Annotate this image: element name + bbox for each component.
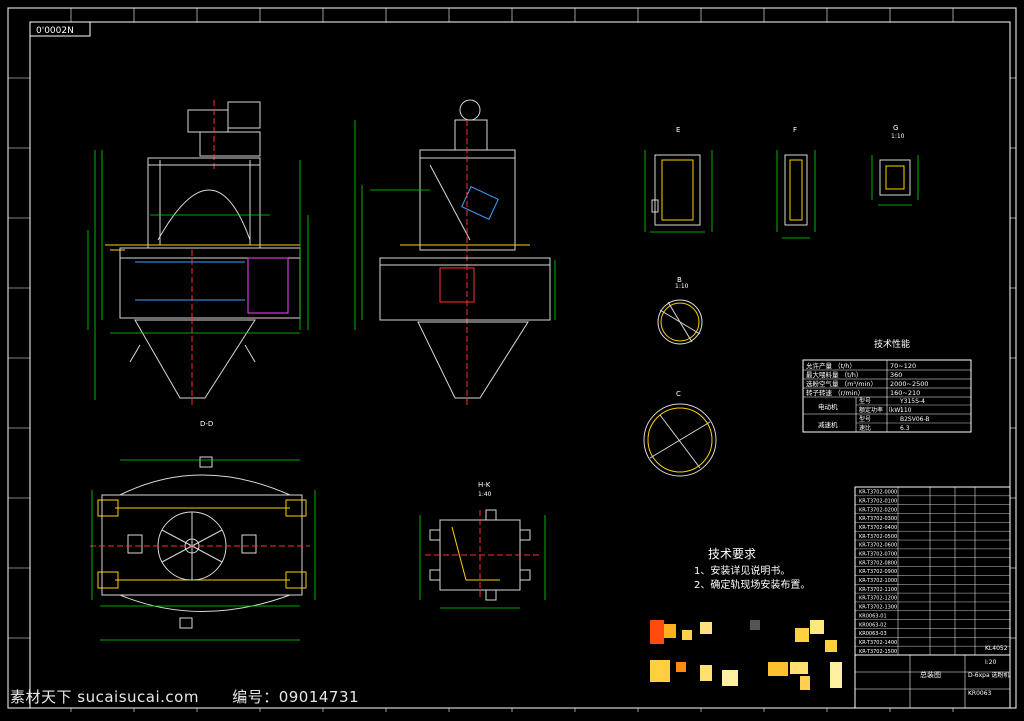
perf-row-1-label: 允许产量 （t/h） <box>806 361 856 370</box>
bom-row-code: KR-T3702-0500 <box>859 534 897 540</box>
bom-row-code: KR-T3702-1100 <box>859 587 897 593</box>
motor-power-key: 额定功率 （kW） <box>859 406 906 414</box>
perf-row-3-label: 选粉空气量 （m³/min） <box>806 379 877 388</box>
watermark-pixel-logo <box>650 620 842 690</box>
motor-power-value: 110 <box>900 407 912 414</box>
bom-row-code: KR-T3702-0200 <box>859 507 897 513</box>
frame-grid-ticks <box>8 8 1016 712</box>
detail-hk-view <box>425 509 540 601</box>
reducer-model-key: 型号 <box>859 415 871 423</box>
title-block-drawing-no: KR0063 <box>968 690 992 697</box>
plan-view <box>90 456 310 629</box>
tech-requirements: 技术要求 1、安装详见说明书。 2、确定轨现场安装布置。 <box>694 547 810 591</box>
bom-row-code: KR0063-02 <box>859 622 887 628</box>
bom-row-code: KR0063-03 <box>859 631 887 637</box>
motor-model-key: 型号 <box>859 397 871 405</box>
detail-f-label: F <box>793 126 797 134</box>
tech-requirement-2: 2、确定轨现场安装布置。 <box>694 578 810 591</box>
detail-b-label: B <box>677 276 682 284</box>
reducer-label: 减速机 <box>818 420 838 429</box>
reducer-ratio-value: 6.3 <box>900 425 910 432</box>
detail-c-view <box>643 403 717 477</box>
bom-row-code: KR-T3702-1400 <box>859 640 897 646</box>
detail-g-view <box>879 159 911 196</box>
bom-row-code: KR-T3702-0100 <box>859 498 897 504</box>
side-elevation-view <box>379 99 551 405</box>
motor-label: 电动机 <box>818 402 838 411</box>
tech-requirement-1: 1、安装详见说明书。 <box>694 564 790 577</box>
inner-frame <box>29 21 1011 709</box>
title-block-mark: I:20 <box>985 659 997 666</box>
plan-view-dimensions <box>91 459 316 641</box>
bom-row-code: KR-T3702-1500 <box>859 649 897 655</box>
watermark-site: 素材天下 sucaisucai.com <box>10 688 199 706</box>
reducer-ratio-key: 速比 <box>859 424 871 432</box>
bom-row-code: KR-T3702-0400 <box>859 525 897 531</box>
detail-f-view <box>784 154 808 226</box>
section-label-d: D-D <box>200 420 213 428</box>
drawing-number-stamp-box <box>29 21 91 37</box>
detail-g-label: G <box>893 124 898 132</box>
drawing-number-stamp: 0'0002N <box>36 26 74 36</box>
front-elevation-view <box>105 100 301 405</box>
detail-e-view <box>651 154 701 226</box>
title-block-name: 总装图 <box>920 670 941 679</box>
bill-of-materials: KR-T3702-0000KR-T3702-0100KR-T3702-0200K… <box>854 486 1011 656</box>
perf-row-2-label: 最大喂料量 （t/h） <box>806 370 862 379</box>
tech-requirements-title: 技术要求 <box>708 547 756 561</box>
reducer-model-value: B2SV06-B <box>900 416 930 423</box>
bom-row-code: KR-T3702-0900 <box>859 569 897 575</box>
bom-row-code: KR-T3702-0000 <box>859 490 897 496</box>
detail-g-scale: 1:10 <box>891 133 905 140</box>
tech-performance-table: 技术性能 允许产量 （t/h） 70~120 最大喂料量 （t/h） 360 选… <box>802 338 972 433</box>
perf-row-3-value: 2000~2500 <box>890 380 929 388</box>
title-block: 总装图 D-6xpa 选粉机 KR0063 KL4052 I:20 <box>854 645 1011 709</box>
bom-row-code: KR-T3702-0600 <box>859 543 897 549</box>
bom-row-code: KR-T3702-0300 <box>859 516 897 522</box>
detail-hk-scale: 1:40 <box>478 491 492 498</box>
perf-row-4-label: 转子转速 （r/min） <box>806 388 864 397</box>
bom-row-code: KR-T3702-1300 <box>859 605 897 611</box>
watermark-code: 编号：09014731 <box>232 688 360 706</box>
detail-efg-dimensions <box>644 150 919 239</box>
detail-b-view <box>657 299 703 345</box>
perf-row-4-value: 160~210 <box>890 389 920 397</box>
detail-e-label: E <box>676 126 680 134</box>
bom-row-code: KR-T3702-0700 <box>859 552 897 558</box>
detail-hk-label: H-K <box>478 481 491 489</box>
tech-performance-title: 技术性能 <box>874 338 910 350</box>
perf-row-2-value: 360 <box>890 371 902 379</box>
outer-frame <box>7 7 1017 709</box>
watermark-caption: 素材天下 sucaisucai.com 编号：09014731 <box>10 686 387 707</box>
bom-row-code: KR-T3702-0800 <box>859 560 897 566</box>
bom-row-code: KR-T3702-1200 <box>859 596 897 602</box>
detail-c-label: C <box>676 390 681 398</box>
detail-b-scale: 1:10 <box>675 283 689 290</box>
detail-hk-dimensions <box>419 515 546 609</box>
bom-row-code: KR0063-01 <box>859 613 887 619</box>
front-elevation-dimensions <box>87 150 309 400</box>
bom-row-code: KR-T3702-1000 <box>859 578 897 584</box>
perf-row-1-value: 70~120 <box>890 362 916 370</box>
side-elevation-dimensions <box>354 120 556 330</box>
title-block-ref: KL4052 <box>985 645 1008 652</box>
motor-model-value: Y315S-4 <box>899 398 925 405</box>
title-block-model: D-6xpa 选粉机 <box>968 671 1010 679</box>
